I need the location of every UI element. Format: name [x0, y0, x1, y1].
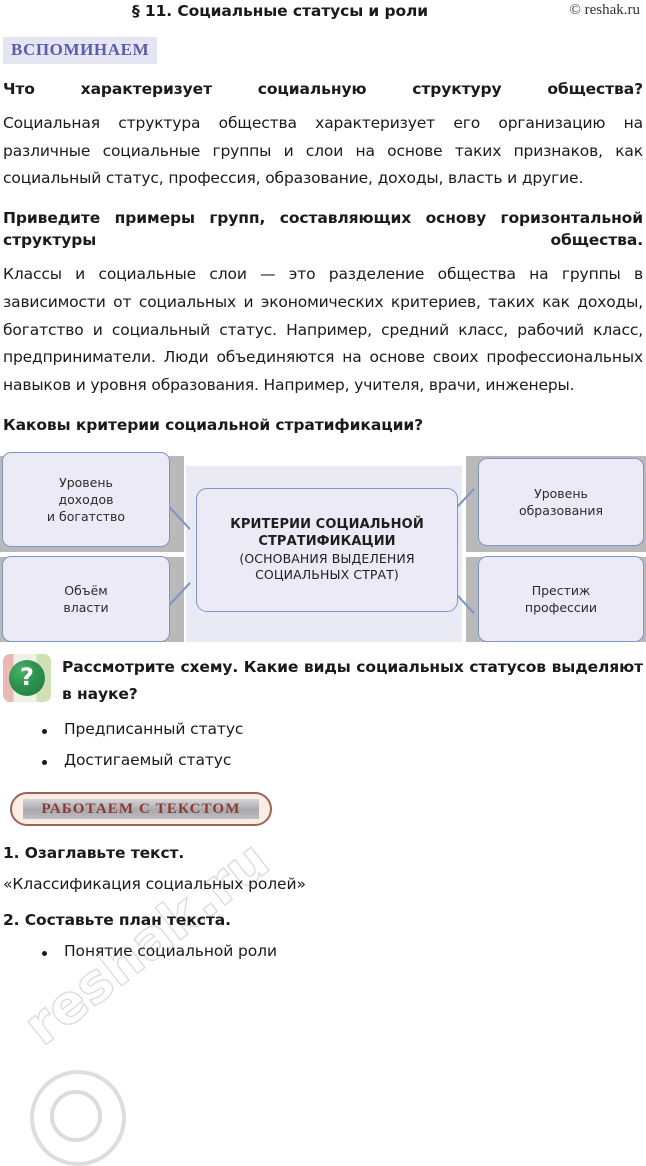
recall-answer-1: Социальная структура общества характериз…: [3, 114, 643, 188]
scheme-task-answer-list: Предписанный статус Достигаемый статус: [0, 722, 646, 768]
diagram-node-income-line-1: Уровень: [59, 474, 113, 490]
recall-question-1: Что характеризует социальную структуру о…: [3, 80, 643, 98]
recall-question-3: Каковы критерии социальной стратификации…: [3, 415, 424, 434]
diagram-node-power: Объём власти: [2, 555, 170, 642]
page-content: § 11. Социальные статусы и роли © reshak…: [0, 0, 646, 960]
diagram-node-education-line-2: образования: [518, 502, 604, 518]
diagram-node-prestige-line-1: Престиж: [531, 582, 591, 598]
page-header: § 11. Социальные статусы и роли © reshak…: [0, 0, 646, 28]
diagram-node-education: Уровень образования: [478, 457, 644, 546]
question-mark-glyph: ?: [9, 659, 45, 696]
task-1-answer: «Классификация социальных ролей»: [3, 875, 306, 894]
task-2-heading: 2. Составьте план текста.: [3, 911, 231, 930]
task-1-heading: 1. Озаглавьте текст.: [3, 844, 185, 863]
recall-answer-2: Классы и социальные слои — это разделени…: [3, 265, 643, 395]
recall-question-2: Приведите примеры групп, составляющих ос…: [3, 209, 643, 250]
diagram-node-power-line-2: власти: [63, 599, 109, 615]
diagram-node-income-line-2: доходов: [58, 491, 114, 507]
diagram-center-title-line-2: СТРАТИФИКАЦИИ: [258, 534, 396, 550]
section-badge-recall: ВСПОМИНАЕМ: [3, 37, 158, 64]
diagram-center-box: КРИТЕРИИ СОЦИАЛЬНОЙ СТРАТИФИКАЦИИ (ОСНОВ…: [196, 487, 458, 612]
list-item: Достигаемый статус: [42, 752, 646, 769]
list-item: Понятие социальной роли: [42, 944, 646, 960]
scheme-task-prompt: Рассмотрите схему. Какие виды социальных…: [62, 657, 643, 703]
stratification-criteria-diagram: Уровень доходов и богатство Объём власти…: [0, 451, 646, 642]
question-mark-icon: ?: [3, 653, 51, 702]
diagram-node-prestige-line-2: профессии: [524, 599, 598, 615]
watermark-copyright-glyph: [30, 1070, 126, 1166]
task-2-answer-list: Понятие социальной роли: [0, 944, 646, 960]
section-banner-work-with-text: РАБОТАЕМ С ТЕКСТОМ: [10, 792, 272, 827]
diagram-center-sub-line-2: СОЦИАЛЬНЫХ СТРАТ): [255, 567, 399, 583]
diagram-node-prestige: Престиж профессии: [478, 555, 644, 642]
section-banner-label: РАБОТАЕМ С ТЕКСТОМ: [23, 799, 259, 820]
diagram-node-education-line-1: Уровень: [534, 485, 588, 501]
copyright-label: © reshak.ru: [569, 2, 640, 18]
scheme-task-block: ? Рассмотрите схему. Какие виды социальн…: [0, 653, 646, 707]
list-item: Предписанный статус: [42, 722, 646, 738]
diagram-node-power-line-1: Объём: [64, 582, 108, 598]
diagram-node-income: Уровень доходов и богатство: [2, 451, 170, 547]
diagram-node-income-line-3: и богатство: [46, 509, 126, 524]
diagram-center-title-line-1: КРИТЕРИИ СОЦИАЛЬНОЙ: [230, 517, 424, 533]
page-title: § 11. Социальные статусы и роли: [131, 2, 429, 20]
diagram-center-sub-line-1: (ОСНОВАНИЯ ВЫДЕЛЕНИЯ: [239, 550, 415, 566]
